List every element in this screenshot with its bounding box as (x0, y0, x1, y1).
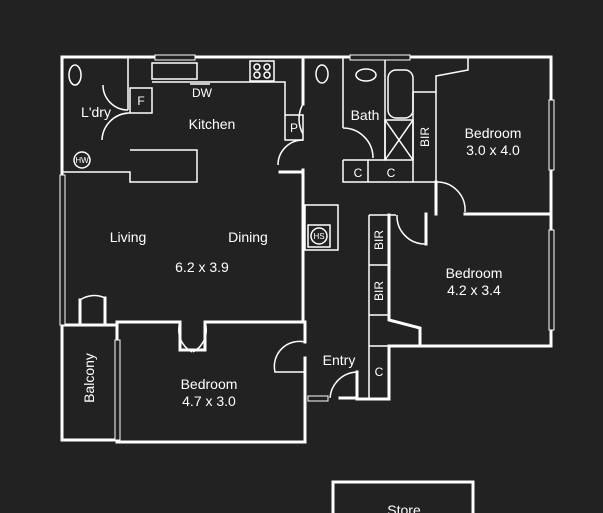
bedroom-2-size: 4.2 x 3.4 (447, 282, 501, 298)
room-kitchen: Kitchen (189, 116, 236, 132)
room-balcony: Balcony (81, 353, 97, 403)
hot-water-label: HW (75, 156, 89, 165)
cupboard-label: C (387, 166, 396, 180)
bir-label: BIR (372, 230, 386, 250)
hot-water-icon (73, 151, 91, 169)
bir-label: BIR (418, 127, 432, 147)
room-living: Living (110, 229, 147, 245)
cooktop-icon (253, 63, 271, 79)
room-labels: L'dry Kitchen Living Dining 6.2 x 3.9 Ba… (81, 104, 521, 513)
room-bedroom-1: Bedroom (465, 125, 522, 141)
heater-label: HS (313, 232, 324, 241)
fixture-icons (68, 63, 377, 245)
cupboard-label: C (354, 166, 363, 180)
fridge-label: F (137, 94, 144, 108)
room-bedroom-2: Bedroom (446, 265, 503, 281)
room-dining: Dining (228, 229, 268, 245)
pantry-label: P (290, 121, 298, 135)
room-store: Store (387, 502, 421, 513)
bedroom-1-size: 3.0 x 4.0 (466, 142, 520, 158)
room-laundry: L'dry (81, 104, 111, 120)
heater-icon (310, 227, 328, 245)
dishwasher-label: DW (192, 86, 213, 100)
cupboard-label: C (375, 365, 384, 379)
bir-label: BIR (372, 281, 386, 301)
room-entry: Entry (323, 352, 356, 368)
toilet-icon (315, 64, 329, 84)
toilet-icon (68, 64, 82, 86)
fixture-labels: F DW P HW HS C C C BIR BIR BIR (75, 86, 432, 379)
living-size: 6.2 x 3.9 (175, 259, 229, 275)
room-bath: Bath (351, 107, 380, 123)
room-bedroom-3: Bedroom (181, 376, 238, 392)
walls (59, 54, 555, 513)
basin-icon (355, 68, 377, 82)
bedroom-3-size: 4.7 x 3.0 (182, 393, 236, 409)
